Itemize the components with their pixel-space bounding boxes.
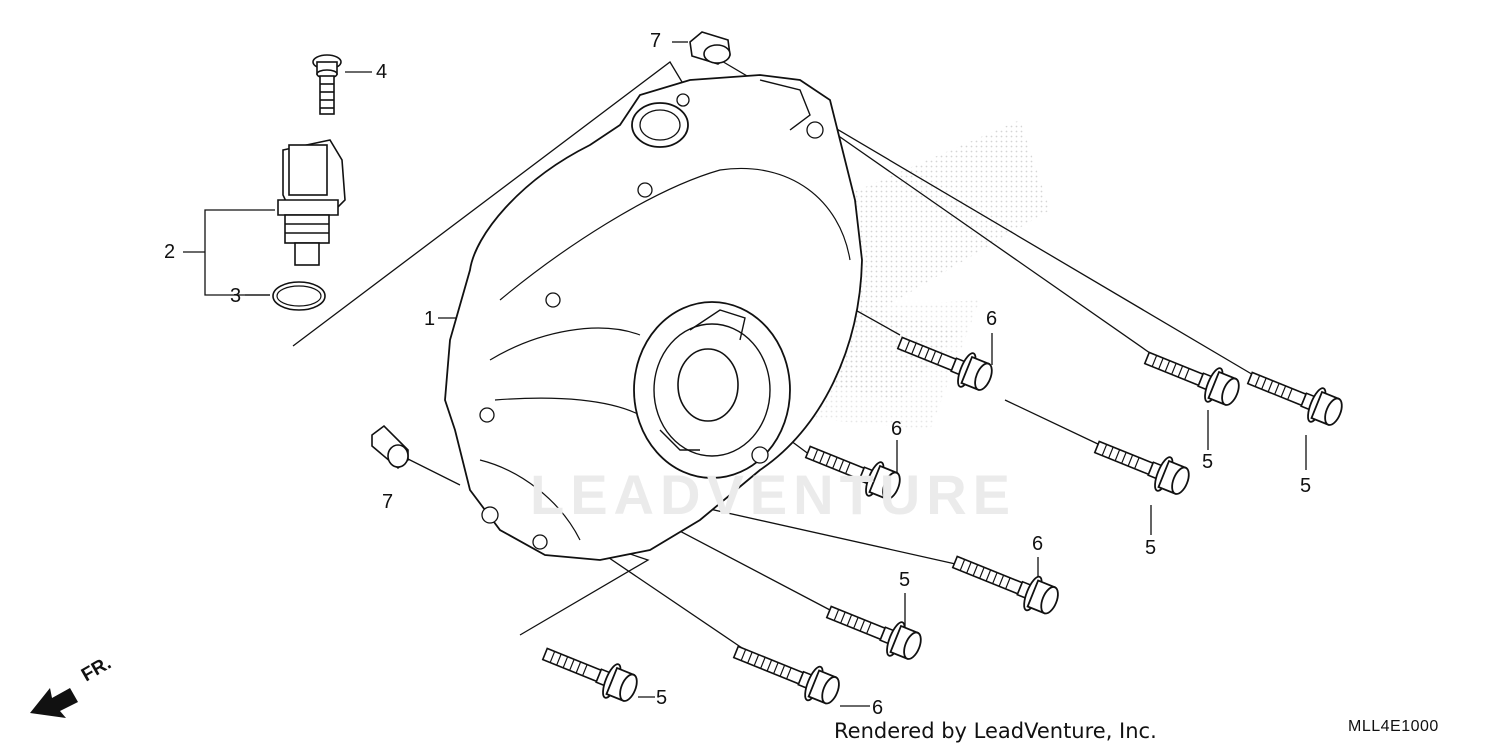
watermark-text: LEADVENTURE bbox=[530, 463, 1017, 526]
render-credit: Rendered by LeadVenture, Inc. bbox=[834, 719, 1157, 743]
callout-5-e: 5 bbox=[656, 687, 668, 709]
dowel-pins bbox=[371, 31, 731, 470]
callout-5-c: 5 bbox=[1145, 537, 1157, 559]
callout-4: 4 bbox=[376, 61, 388, 83]
callout-2: 2 bbox=[164, 241, 176, 263]
callout-7-left: 7 bbox=[382, 491, 394, 513]
front-arrow-icon bbox=[30, 688, 78, 718]
callout-5-d: 5 bbox=[899, 569, 911, 591]
callout-6-d: 6 bbox=[872, 697, 884, 719]
callout-6-c: 6 bbox=[1032, 533, 1044, 555]
callout-6-b: 6 bbox=[891, 418, 903, 440]
diagram-code: MLL4E1000 bbox=[1348, 718, 1439, 735]
callout-5-b: 5 bbox=[1300, 475, 1312, 497]
leader-lines bbox=[183, 41, 1307, 707]
callout-3: 3 bbox=[230, 285, 242, 307]
callout-5-a: 5 bbox=[1202, 451, 1214, 473]
callout-7-top: 7 bbox=[650, 30, 662, 52]
callout-6-a: 6 bbox=[986, 308, 998, 330]
sensor-assembly bbox=[272, 54, 346, 311]
callout-1: 1 bbox=[424, 308, 436, 330]
engine-side-cover bbox=[444, 74, 863, 561]
